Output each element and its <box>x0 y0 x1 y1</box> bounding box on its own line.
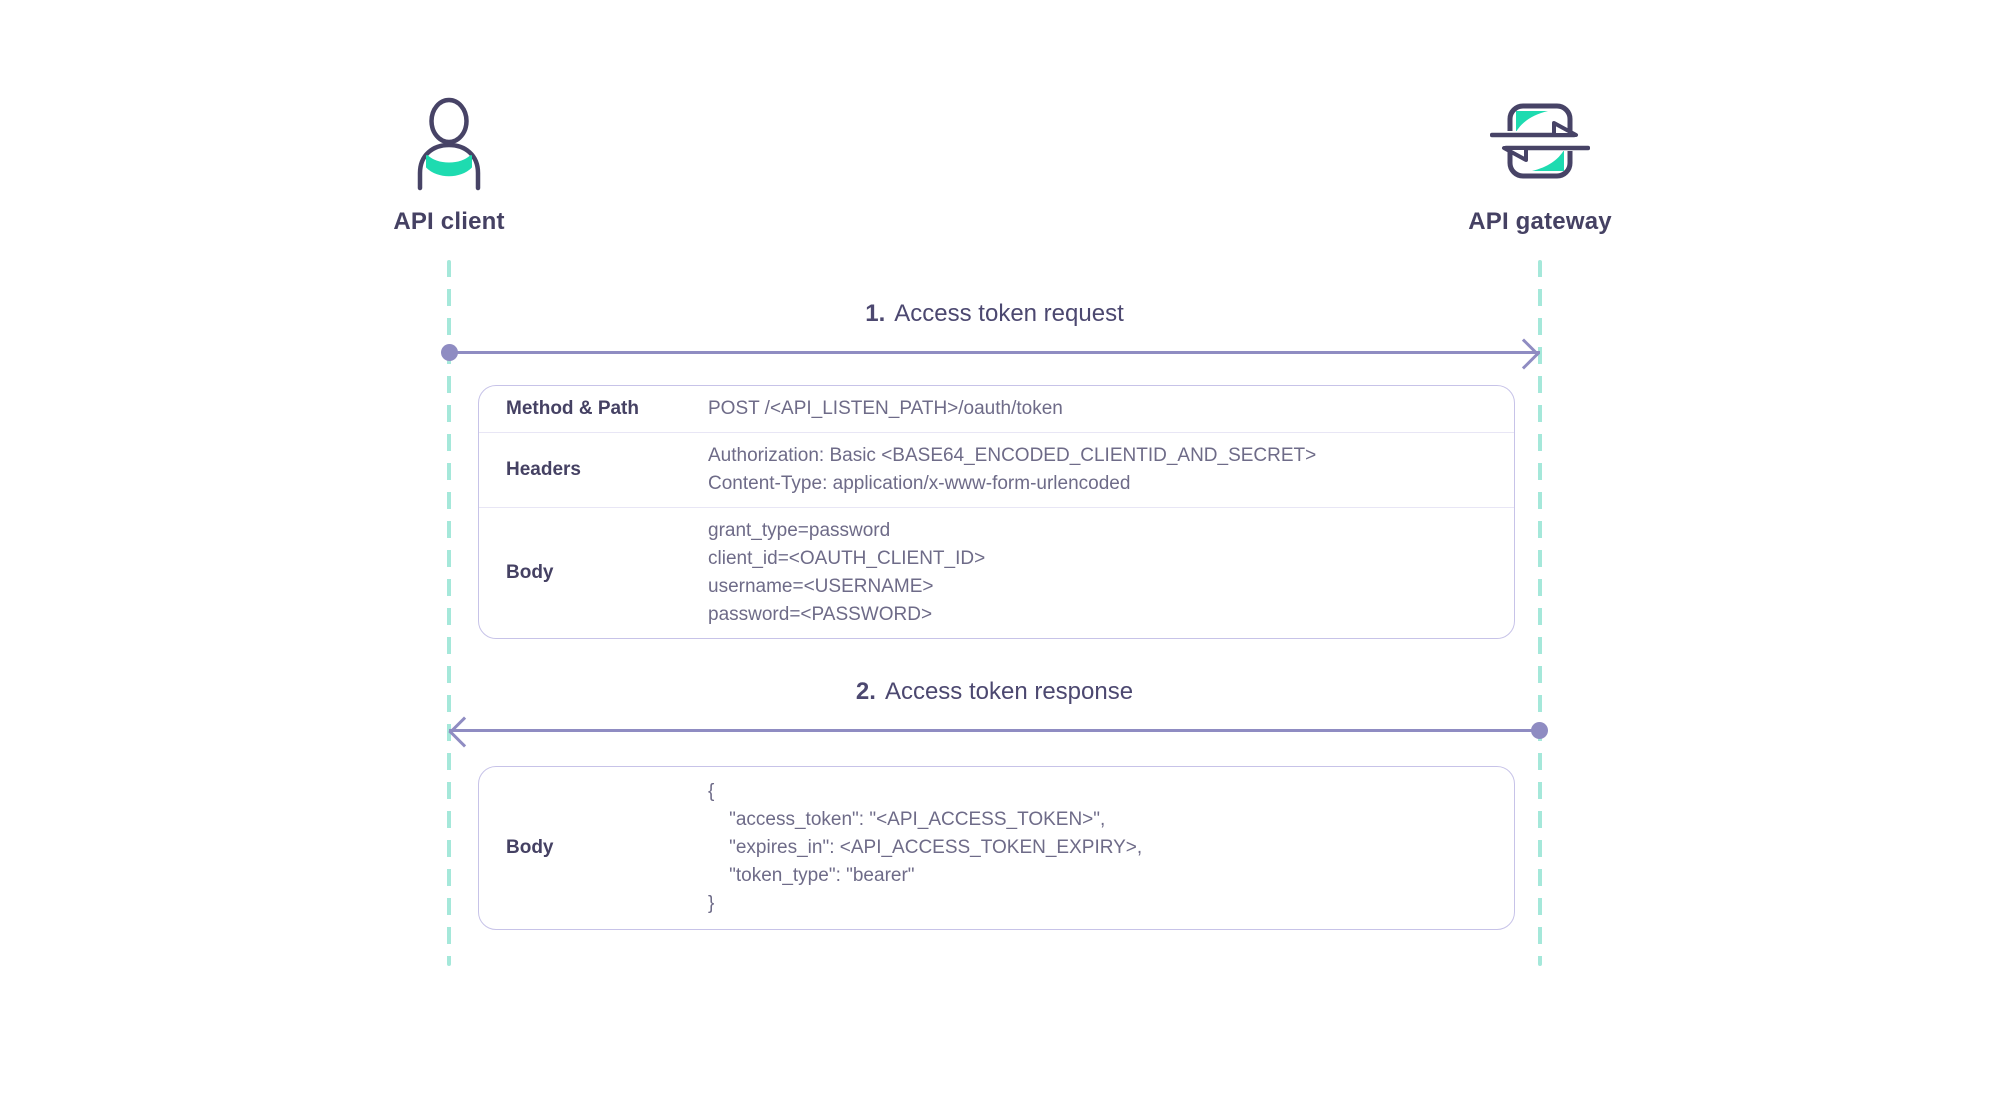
message-2-origin-dot <box>1531 722 1548 739</box>
table-row-method-path: Method & Path POST /<API_LISTEN_PATH>/oa… <box>479 386 1514 432</box>
message-2-arrow-line <box>449 729 1540 732</box>
message-1-origin-dot <box>441 344 458 361</box>
message-2-number: 2. <box>855 678 876 705</box>
message-1-label: Access token request <box>894 300 1124 327</box>
message-2-arrowhead-icon <box>448 716 480 748</box>
message-1-arrow-line <box>449 351 1540 354</box>
actor-label-api-gateway: API gateway <box>1468 208 1612 235</box>
row-value: grant_type=password client_id=<OAUTH_CLI… <box>708 520 986 625</box>
table-row-headers: Headers Authorization: Basic <BASE64_ENC… <box>479 432 1514 507</box>
actor-label-api-client: API client <box>393 208 505 235</box>
row-label: Body <box>506 562 554 583</box>
row-value: Authorization: Basic <BASE64_ENCODED_CLI… <box>708 445 1317 494</box>
row-label: Headers <box>506 459 581 480</box>
user-icon-svg <box>417 97 481 191</box>
row-label: Method & Path <box>506 398 639 419</box>
user-icon <box>410 96 488 192</box>
lifeline-api-client <box>447 260 451 966</box>
message-1-number: 1. <box>865 300 886 327</box>
response-detail-table: Body { "access_token": "<API_ACCESS_TOKE… <box>478 766 1515 930</box>
message-1-title: 1. Access token request <box>449 300 1540 328</box>
actor-api-gateway: API gateway <box>1440 96 1640 236</box>
exchange-icon <box>1490 96 1590 192</box>
message-2-title: 2. Access token response <box>449 678 1540 706</box>
row-value: { "access_token": "<API_ACCESS_TOKEN>", … <box>708 781 1143 914</box>
table-row-body: Body grant_type=password client_id=<OAUT… <box>479 507 1514 638</box>
row-value: POST /<API_LISTEN_PATH>/oauth/token <box>708 398 1063 419</box>
actor-api-client: API client <box>349 96 549 236</box>
request-detail-table: Method & Path POST /<API_LISTEN_PATH>/oa… <box>478 385 1515 639</box>
row-label: Body <box>506 837 554 858</box>
lifeline-api-gateway <box>1538 260 1542 966</box>
message-1-arrowhead-icon <box>1508 338 1540 370</box>
table-row-body: Body { "access_token": "<API_ACCESS_TOKE… <box>479 767 1514 929</box>
message-2-label: Access token response <box>884 678 1134 705</box>
exchange-icon-svg <box>1490 103 1590 179</box>
